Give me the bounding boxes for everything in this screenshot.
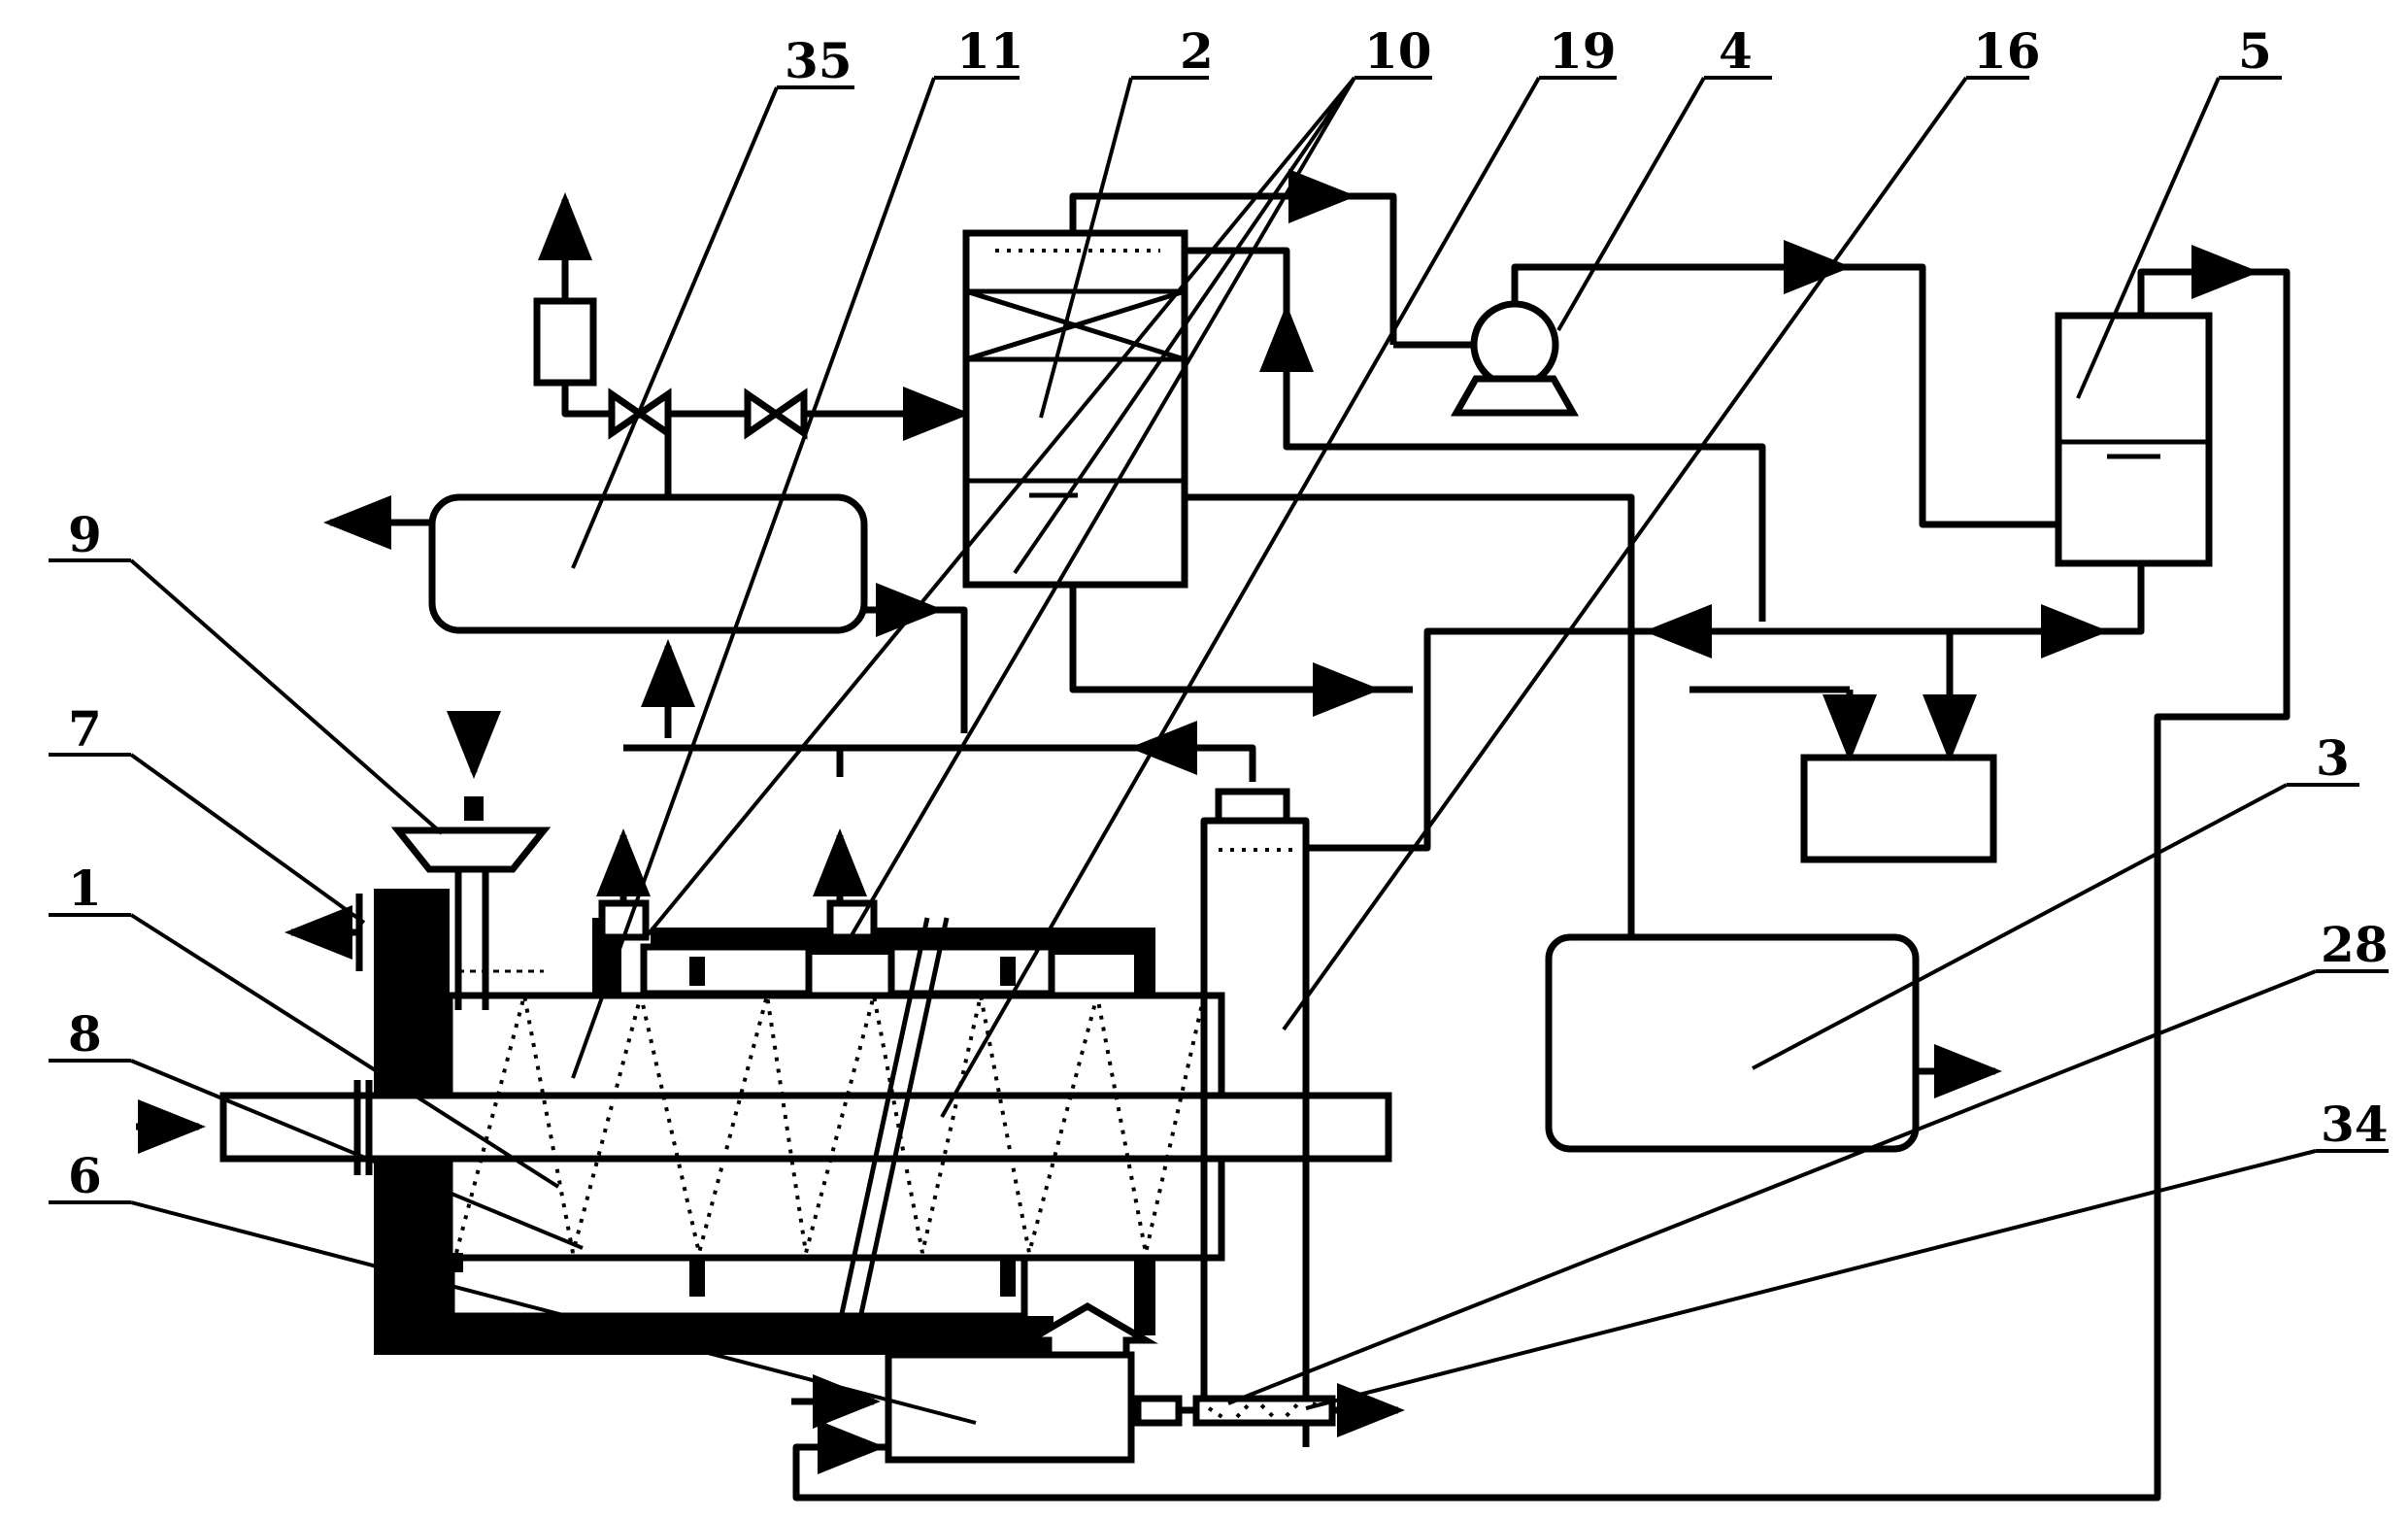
label-34: 34: [2321, 1096, 2389, 1153]
tower-2: [962, 169, 1766, 937]
label-11: 11: [956, 22, 1024, 80]
label-35: 35: [785, 32, 853, 89]
label-2: 2: [1180, 22, 1214, 80]
label-8: 8: [68, 1005, 102, 1063]
dryer-1: [136, 711, 1418, 1447]
label-4: 4: [1719, 22, 1753, 80]
leader-lines: [49, 76, 2389, 1425]
collector-box: [1321, 604, 1997, 863]
label-3: 3: [2316, 729, 2350, 787]
label-10: 10: [1364, 22, 1432, 80]
heater-6: [791, 996, 1405, 1464]
label-7: 7: [68, 700, 102, 758]
label-28: 28: [2321, 916, 2389, 973]
reference-labels: 35 11 2 10 19 4 16 5 9 7 1 8 6 3 28 34: [68, 22, 2389, 1204]
label-6: 6: [68, 1147, 102, 1204]
label-1: 1: [68, 860, 102, 917]
label-16: 16: [1973, 22, 2041, 80]
label-19: 19: [1549, 22, 1617, 80]
label-5: 5: [2238, 22, 2272, 80]
pump-4: [1393, 240, 2058, 528]
vessel-35: [323, 192, 971, 738]
label-9: 9: [68, 506, 102, 563]
tank-5: [792, 245, 2291, 1502]
tank-3: [1545, 933, 2002, 1153]
